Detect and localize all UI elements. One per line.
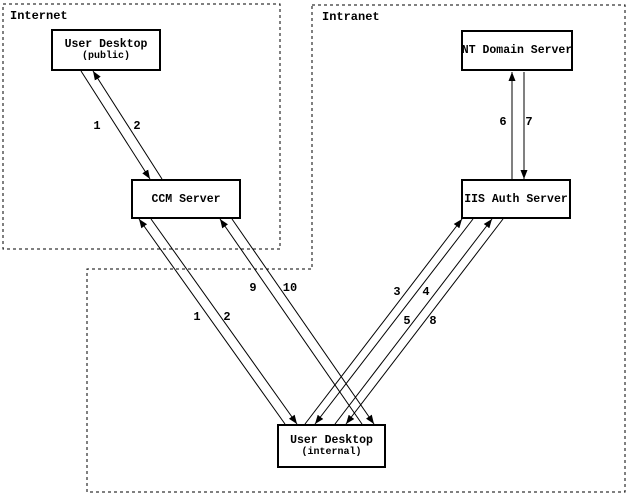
flow-label-10: 10 [282, 281, 298, 295]
node-user-desktop-internal: User Desktop (internal) [277, 424, 386, 468]
node-title: User Desktop [290, 434, 373, 447]
flow-label-6: 6 [499, 115, 507, 129]
flow-line-4-iis-to-internal [314, 218, 474, 425]
flow-label-1-internal: 1 [193, 310, 201, 324]
flow-line-5-internal-to-iis [334, 218, 493, 425]
flow-line-1-internal-to-ccm [138, 218, 286, 425]
flow-label-7: 7 [525, 115, 533, 129]
internet-region-border [2, 3, 281, 250]
flow-label-2-internal: 2 [223, 310, 231, 324]
flow-label-1-public: 1 [93, 119, 101, 133]
flow-line-9-internal-to-ccm [219, 218, 363, 425]
flow-line-2-ccm-to-internal [150, 218, 298, 425]
node-iis-auth-server: IIS Auth Server [461, 179, 571, 219]
node-ccm-server: CCM Server [131, 179, 241, 219]
node-title: NT Domain Server [461, 44, 573, 57]
node-subtitle: (internal) [301, 447, 362, 458]
intranet-region-border [86, 4, 626, 493]
flow-line-2-ccm-to-public [92, 70, 163, 180]
node-user-desktop-public: User Desktop (public) [51, 29, 161, 71]
flow-label-9: 9 [249, 281, 257, 295]
flow-line-8-iis-to-internal [345, 218, 504, 425]
node-nt-domain-server: NT Domain Server [461, 30, 573, 71]
flow-label-8: 8 [429, 314, 437, 328]
node-title: IIS Auth Server [464, 192, 568, 206]
flow-label-5: 5 [403, 314, 411, 328]
flow-line-10-ccm-to-internal [231, 218, 375, 425]
node-title: User Desktop [64, 38, 148, 51]
node-title: CCM Server [151, 192, 221, 206]
flow-line-3-internal-to-iis [304, 218, 463, 425]
flow-label-3: 3 [393, 285, 401, 299]
internet-region-label: Internet [8, 9, 70, 23]
flow-label-2-public: 2 [133, 119, 141, 133]
flow-label-4: 4 [422, 285, 430, 299]
intranet-region-label: Intranet [320, 10, 382, 24]
flow-line-1-public-to-ccm [80, 70, 151, 180]
node-subtitle: (public) [81, 51, 130, 62]
